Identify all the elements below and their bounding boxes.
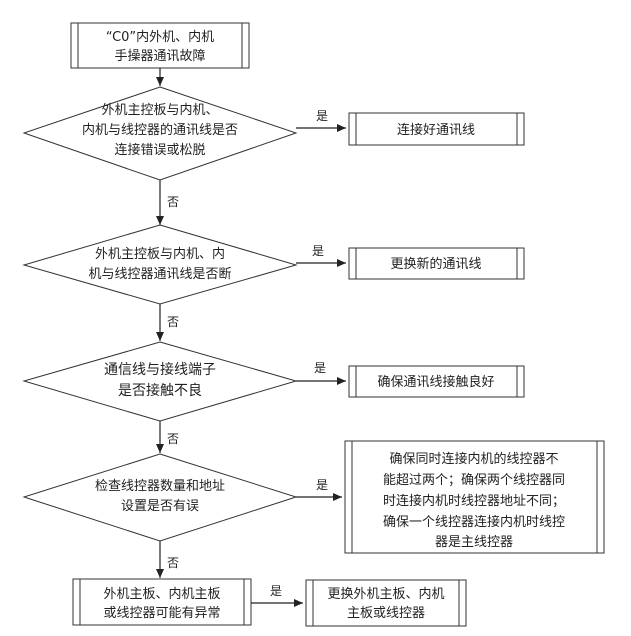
decision-3-line-2: 是否接触不良 — [118, 382, 202, 399]
action-2-box: 更换新的通讯线 — [348, 247, 525, 280]
decision-4-line-1: 检查线控器数量和地址 — [95, 479, 225, 494]
action-4-box: 确保同时连接内机的线控器不 能超过两个；确保两个线控器同 时连接内机时线控器地址… — [344, 440, 605, 554]
start-box: “C0”内外机、内机 手操器通讯故障 — [70, 22, 250, 69]
action-1-text: 连接好通讯线 — [397, 122, 475, 138]
process-5-line-2: 或线控器可能有异常 — [103, 606, 220, 621]
yes-label-5: 是 — [270, 584, 282, 598]
decision-2-line-1: 外机主控板与内机、内 — [95, 246, 225, 262]
decision-2-line-2: 机与线控器通讯线是否断 — [88, 267, 231, 282]
action-4-line-1: 确保同时连接内机的线控器不 — [389, 451, 558, 467]
no-label-4: 否 — [167, 556, 179, 570]
action-4-line-3: 时连接内机时线控器地址不同； — [383, 493, 565, 509]
decision-3-line-1: 通信线与接线端子 — [104, 361, 216, 378]
action-3-box: 确保通讯线接触良好 — [348, 365, 525, 398]
decision-2: 外机主控板与内机、内 机与线控器通讯线是否断 — [22, 224, 298, 305]
action-5-box: 更换外机主板、内机 主板或线控器 — [305, 579, 467, 627]
yes-label-1: 是 — [316, 109, 328, 123]
action-4-line-2: 能超过两个；确保两个线控器同 — [383, 473, 565, 488]
decision-1-line-1: 外机主控板与内机、 — [101, 102, 218, 118]
process-5-line-1: 外机主板、内机主板 — [103, 586, 220, 602]
yes-label-4: 是 — [316, 478, 328, 492]
decision-1: 外机主控板与内机、 内机与线控器的通讯线是否 连接错误或松脱 — [22, 86, 298, 181]
action-2-text: 更换新的通讯线 — [390, 256, 481, 272]
action-3-text: 确保通讯线接触良好 — [377, 374, 494, 390]
yes-label-3: 是 — [314, 361, 326, 375]
action-5-line-2: 主板或线控器 — [347, 606, 425, 621]
no-label-2: 否 — [167, 315, 179, 329]
yes-label-2: 是 — [312, 244, 324, 258]
action-1-box: 连接好通讯线 — [348, 112, 525, 146]
decision-1-line-3: 连接错误或松脱 — [114, 142, 205, 158]
decision-4-line-2: 设置是否有误 — [121, 499, 199, 514]
no-label-1: 否 — [167, 195, 179, 209]
action-4-line-4: 确保一个线控器连接内机时线控 — [383, 514, 565, 530]
action-4-line-5: 器是主线控器 — [435, 535, 513, 550]
action-5-line-1: 更换外机主板、内机 — [327, 586, 444, 602]
process-5-box: 外机主板、内机主板 或线控器可能有异常 — [72, 578, 252, 626]
no-label-3: 否 — [167, 432, 179, 446]
decision-1-line-2: 内机与线控器的通讯线是否 — [82, 122, 238, 138]
decision-3: 通信线与接线端子 是否接触不良 — [22, 341, 298, 422]
start-text-line-2: 手操器通讯故障 — [114, 48, 205, 64]
start-text-line-1: “C0”内外机、内机 — [106, 29, 214, 45]
decision-4: 检查线控器数量和地址 设置是否有误 — [22, 453, 298, 542]
